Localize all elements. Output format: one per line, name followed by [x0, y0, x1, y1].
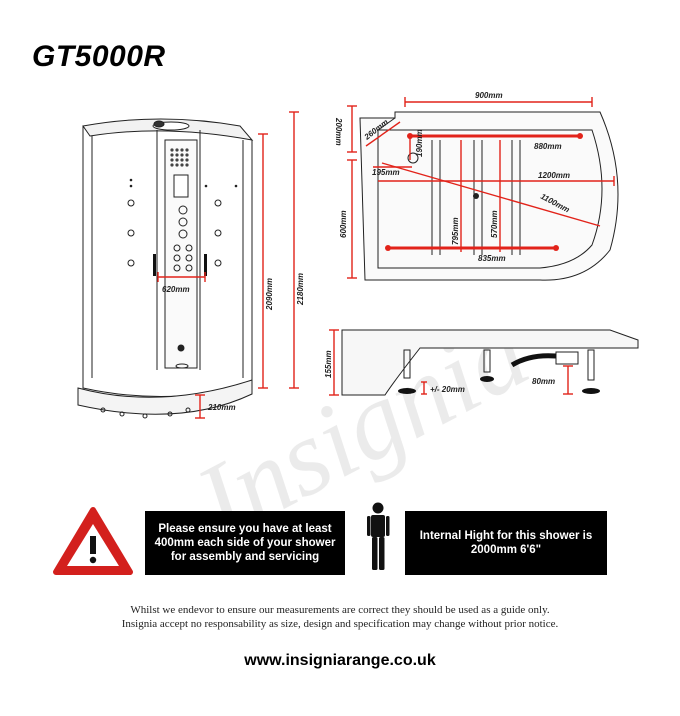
- dim-155: 155mm: [324, 350, 333, 378]
- dim-835: 835mm: [478, 254, 506, 263]
- front-view: [77, 118, 254, 415]
- indicator-dots: [129, 178, 238, 352]
- product-title: GT5000R: [32, 40, 166, 73]
- plan-dimension-lines: [347, 97, 615, 279]
- assembly-notice-banner: Please ensure you have at least 400mm ea…: [145, 511, 345, 575]
- side-feet: [398, 376, 600, 394]
- dim-795: 795mm: [451, 217, 460, 245]
- disclaimer-line-1: Whilst we endevor to ensure our measurem…: [130, 604, 550, 616]
- internal-height-banner: Internal Hight for this shower is 2000mm…: [405, 511, 607, 575]
- dim-2090: 2090mm: [265, 278, 274, 311]
- dim-900: 900mm: [475, 91, 503, 100]
- website-link[interactable]: www.insigniarange.co.uk: [244, 652, 436, 669]
- door-handles: [153, 254, 207, 276]
- dim-80: 80mm: [532, 377, 555, 386]
- dim-620: 620mm: [162, 285, 190, 294]
- front-dimension-lines: [157, 111, 299, 419]
- plan-markers: [473, 193, 479, 199]
- dim-leg-adjust: +/- 20mm: [430, 385, 465, 394]
- disclaimer-line-2: Insignia accept no responsability as siz…: [121, 618, 559, 630]
- dim-190: 190mm: [415, 129, 424, 157]
- plan-view: [359, 111, 619, 281]
- warning-triangle-icon: [53, 507, 133, 575]
- dim-600: 600mm: [339, 210, 348, 238]
- dim-880: 880mm: [534, 142, 562, 151]
- person-icon: [367, 502, 390, 570]
- side-view: [341, 329, 639, 396]
- control-panel: [170, 148, 189, 167]
- body-jets: [100, 199, 222, 419]
- dim-2180: 2180mm: [296, 273, 305, 306]
- dim-195: 195mm: [372, 168, 400, 177]
- dim-1200: 1200mm: [538, 171, 570, 180]
- plan-rail-ends: [385, 133, 583, 251]
- side-dimension-lines: [329, 329, 573, 396]
- dim-570: 570mm: [490, 210, 499, 238]
- dim-210: 210mm: [207, 403, 236, 412]
- dim-200: 200mm: [334, 117, 343, 146]
- plan-rails: [386, 134, 582, 250]
